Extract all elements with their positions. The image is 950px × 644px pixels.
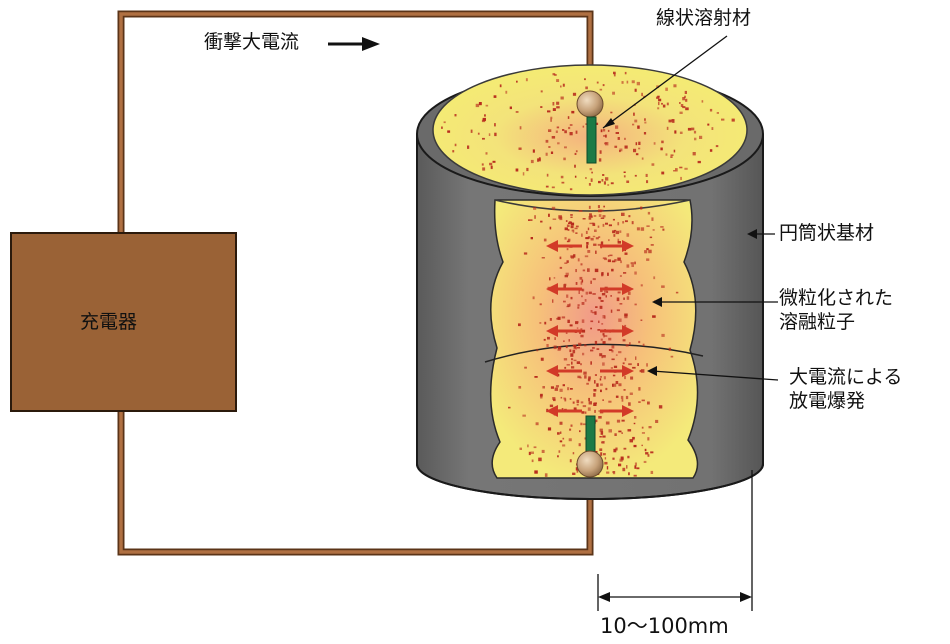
leader-lines <box>602 35 779 381</box>
wire-material-label: 線状溶射材 <box>656 7 752 29</box>
expansion-arrowhead <box>546 365 558 377</box>
discharge-label-line2: 放電爆発 <box>789 389 866 412</box>
dimension-label: 10～100mm <box>600 614 729 638</box>
particles-label-line2: 溶融粒子 <box>779 310 856 333</box>
expansion-arrowhead <box>546 405 558 417</box>
expansion-arrowhead <box>622 325 634 337</box>
current-arrow-icon <box>328 37 380 51</box>
expansion-arrowhead <box>622 283 634 295</box>
expansion-arrowhead <box>546 240 558 252</box>
dimension-indicator <box>597 470 753 611</box>
expansion-arrowhead <box>622 405 634 417</box>
expansion-arrowhead <box>622 240 634 252</box>
particles-label: 微粒化された 溶融粒子 <box>779 287 893 335</box>
inner-cutaway <box>490 199 699 479</box>
expansion-arrowhead <box>622 365 634 377</box>
particles-label-line1: 微粒化された <box>779 287 894 309</box>
cylinder-substrate-label: 円筒状基材 <box>779 222 875 244</box>
expansion-arrows <box>546 240 634 417</box>
leader-arrowheads <box>603 118 757 376</box>
expansion-arrowhead <box>546 283 558 295</box>
expansion-arrowhead <box>546 325 558 337</box>
charger-box <box>10 232 237 412</box>
inner-divider-line <box>484 343 704 363</box>
current-label: 衝撃大電流 <box>204 31 300 53</box>
discharge-label: 大電流による 放電爆発 <box>789 366 902 414</box>
upper-electrode <box>576 90 604 164</box>
charger-label: 充電器 <box>80 311 138 333</box>
molten-particles <box>508 205 679 477</box>
discharge-label-line1: 大電流による <box>789 366 903 388</box>
lower-electrode <box>576 415 604 478</box>
